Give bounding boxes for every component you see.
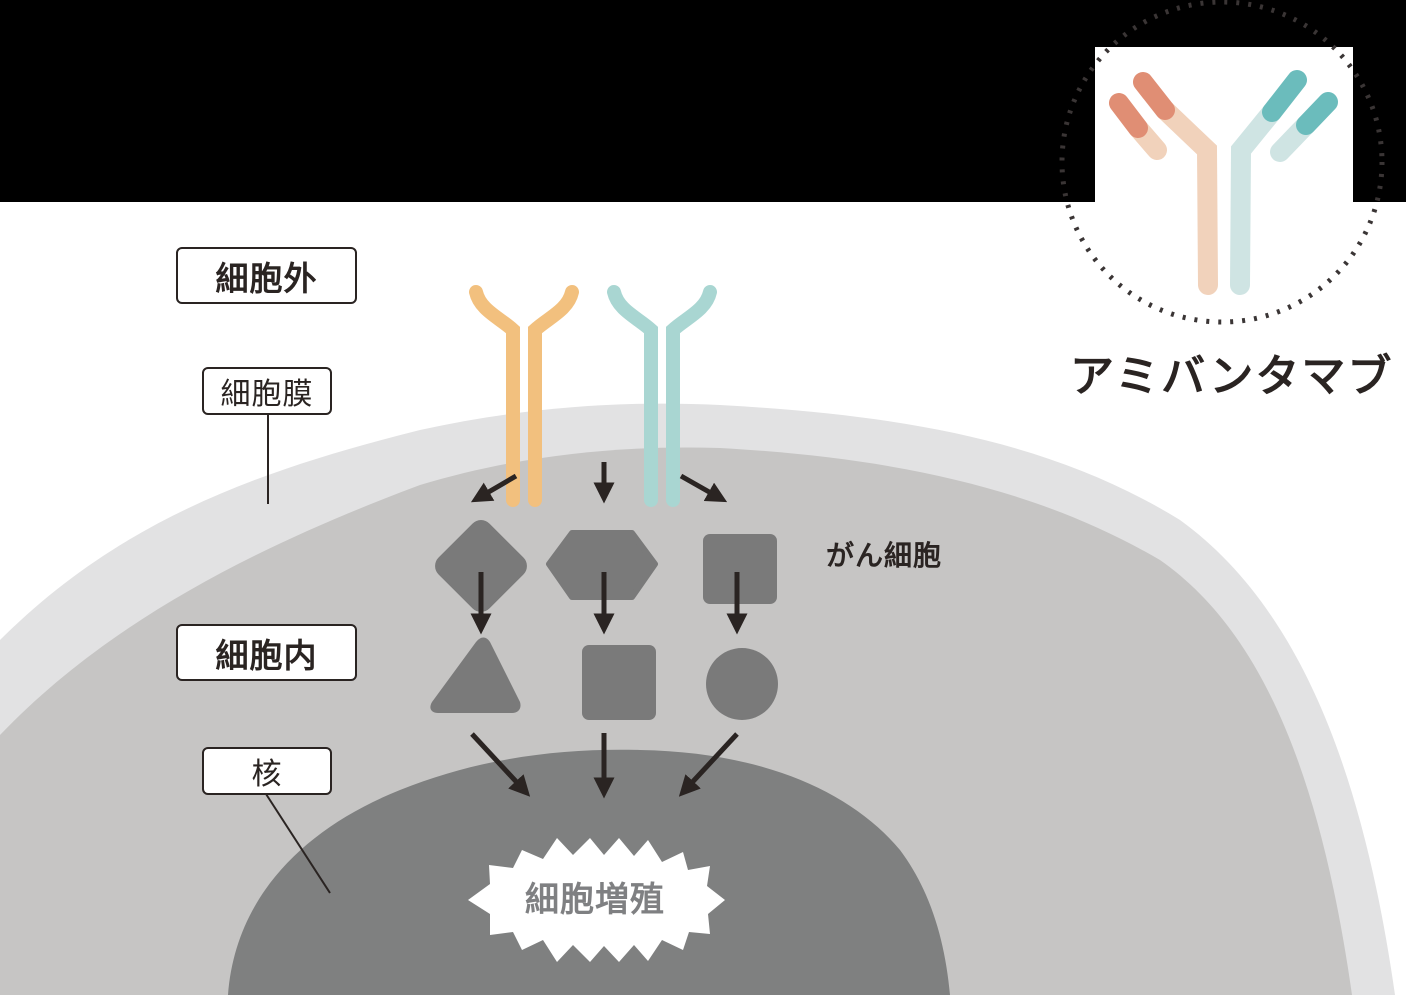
hexagon-shape — [546, 530, 658, 600]
label-cell-membrane: 細胞膜 — [202, 367, 332, 415]
arrow-icon — [678, 732, 739, 797]
drug-name: アミバンタマブ — [1070, 351, 1394, 402]
label-extracellular: 細胞外 — [176, 247, 357, 304]
label-intracellular: 細胞内 — [176, 624, 357, 681]
antibody-icon — [1109, 70, 1338, 295]
label-cancer-cell: がん細胞 — [826, 539, 943, 572]
nucleus-leader-line — [265, 793, 331, 894]
arrow-icon — [470, 732, 531, 797]
receptor-teal-icon — [607, 285, 717, 507]
label-cell-proliferation: 細胞増殖 — [525, 880, 665, 920]
triangle-shape — [430, 637, 521, 713]
diamond-shape — [435, 520, 527, 612]
arrow-icon — [679, 473, 728, 503]
proliferation-burst-icon — [468, 838, 725, 962]
receptor-arrows — [470, 462, 728, 504]
circle-shape — [706, 648, 778, 720]
square-shape — [582, 645, 656, 720]
label-nucleus-text: 核 — [251, 757, 283, 792]
receptor-orange-icon — [469, 285, 579, 507]
label-cell-membrane-text: 細胞膜 — [220, 377, 314, 412]
label-extracellular-text: 細胞外 — [215, 258, 318, 298]
square-shape — [703, 534, 777, 604]
label-nucleus: 核 — [202, 747, 332, 795]
antibody-dotted-circle — [1059, 0, 1385, 325]
label-intracellular-text: 細胞内 — [215, 635, 318, 675]
arrow-icon — [470, 473, 518, 503]
